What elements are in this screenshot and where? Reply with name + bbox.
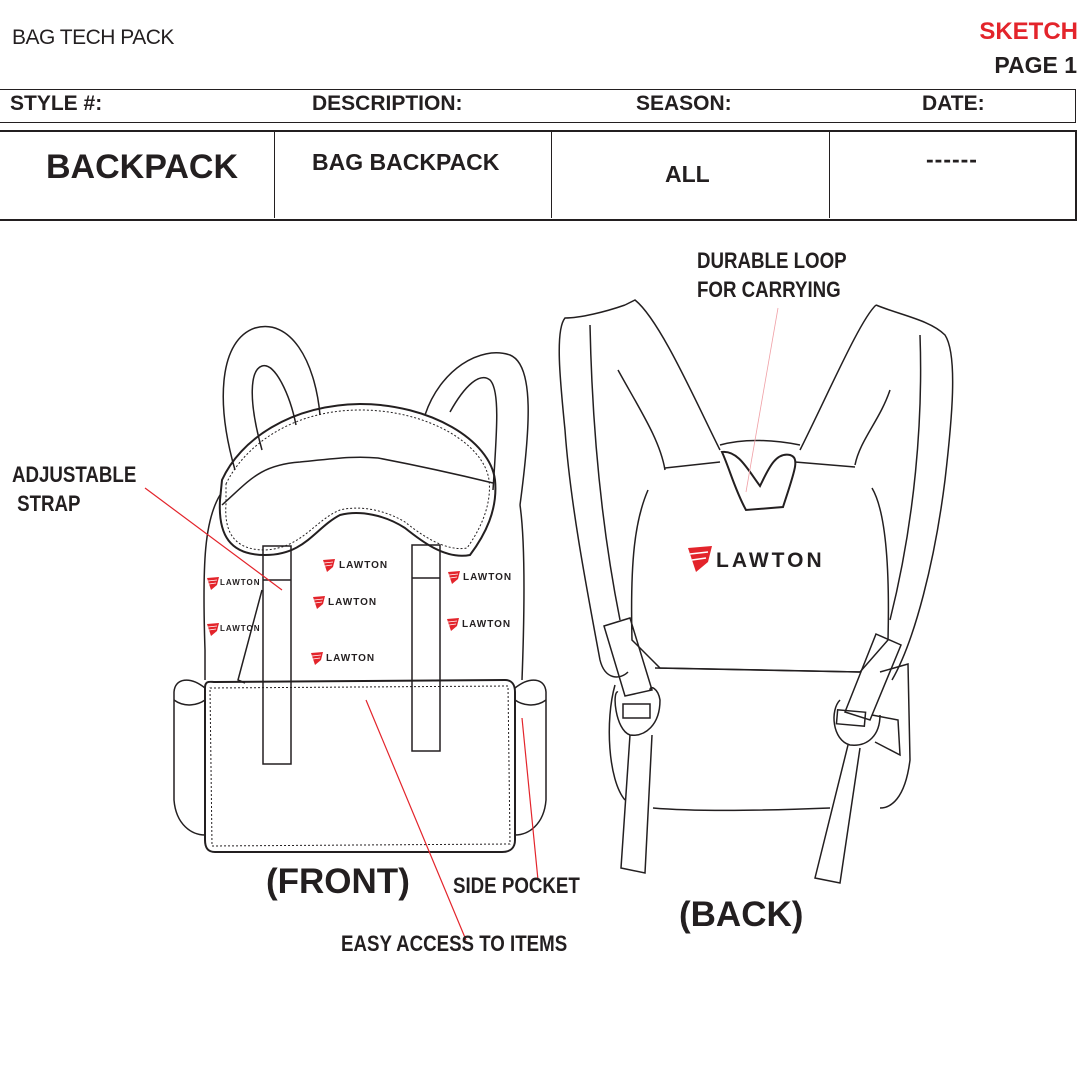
style-value: BACKPACK <box>46 148 239 186</box>
style-label: STYLE #: <box>10 92 103 115</box>
svg-text:LAWTON: LAWTON <box>463 572 512 583</box>
front-logos: LAWTON LAWTON LAWTON LAWTON LAWTON LAWTO… <box>206 558 512 666</box>
callout-adjustable-strap: ADJUSTABLE STRAP <box>12 460 136 518</box>
column-divider <box>274 132 275 218</box>
info-table-value-row <box>0 130 1077 221</box>
svg-text:LAWTON: LAWTON <box>326 653 375 664</box>
front-view-label: (FRONT) <box>266 862 410 901</box>
callout-side-pocket: SIDE POCKET <box>453 873 580 898</box>
column-divider <box>551 132 552 218</box>
back-view-label: (BACK) <box>679 895 804 934</box>
callout-leader-lines <box>144 307 779 941</box>
front-view-drawing <box>173 325 547 853</box>
callout-line: ADJUSTABLE <box>12 462 137 487</box>
page-number: PAGE 1 <box>994 52 1077 78</box>
callout-line: FOR CARRYING <box>697 277 841 302</box>
callout-easy-access: EASY ACCESS TO ITEMS <box>341 931 568 956</box>
info-table-header-row <box>0 89 1076 123</box>
callout-durable-loop: DURABLE LOOP FOR CARRYING <box>697 246 847 304</box>
description-value: BAG BACKPACK <box>312 149 500 175</box>
svg-text:LAWTON: LAWTON <box>716 549 825 572</box>
date-value: ------ <box>926 146 978 172</box>
back-logo: LAWTON <box>687 545 825 573</box>
svg-text:LAWTON: LAWTON <box>339 560 388 571</box>
svg-text:LAWTON: LAWTON <box>328 597 377 608</box>
description-label: DESCRIPTION: <box>312 92 463 115</box>
svg-text:LAWTON: LAWTON <box>462 619 511 630</box>
column-divider <box>829 132 830 218</box>
doc-title: BAG TECH PACK <box>12 26 174 49</box>
sheet-type-label: SKETCH <box>979 18 1078 45</box>
date-label: DATE: <box>922 92 985 115</box>
callout-line: STRAP <box>17 491 81 516</box>
svg-text:LAWTON: LAWTON <box>220 624 261 633</box>
back-view-drawing <box>558 299 954 884</box>
callout-line: DURABLE LOOP <box>697 248 847 273</box>
season-label: SEASON: <box>636 92 732 115</box>
season-value: ALL <box>665 161 710 187</box>
svg-text:LAWTON: LAWTON <box>220 578 261 587</box>
